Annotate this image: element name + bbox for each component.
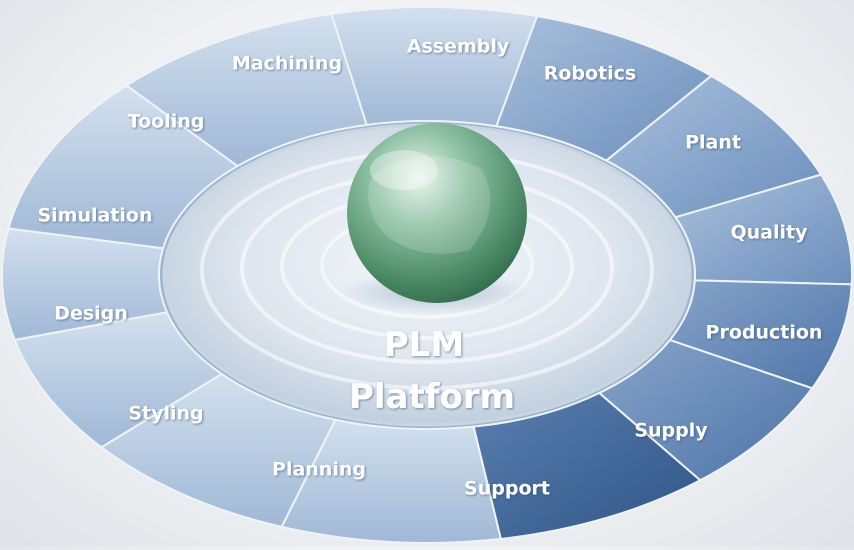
segment-label-assembly: Assembly [407,36,510,58]
segment-label-supply: Supply [634,420,708,442]
segment-plant [604,74,823,219]
segment-label-robotics: Robotics [544,63,637,85]
globe-icon [347,123,527,303]
segment-design [13,311,224,449]
ring-labels: Machining AssemblyRoboticsPlantQualityPro… [37,36,822,500]
segment-label-simulation: Simulation [37,205,152,227]
segment-label-plant: Plant [685,132,741,154]
segment-label-tooling: Tooling [128,111,205,133]
segment-label-support: Support [464,478,550,500]
segment-label-design: Design [54,303,128,325]
segment-label-machining: Machining [232,53,342,75]
center-title-line1: PLM [384,325,464,365]
segment-label-quality: Quality [731,222,809,244]
center-title-line2: Platform [349,377,515,417]
segment-label-planning: Planning [272,459,366,481]
segment-label-production: Production [706,322,823,344]
ring-segments [1,6,853,544]
segment-assembly [330,6,539,128]
segment-label-styling: Styling [128,403,203,425]
segment-tooling [7,84,240,250]
